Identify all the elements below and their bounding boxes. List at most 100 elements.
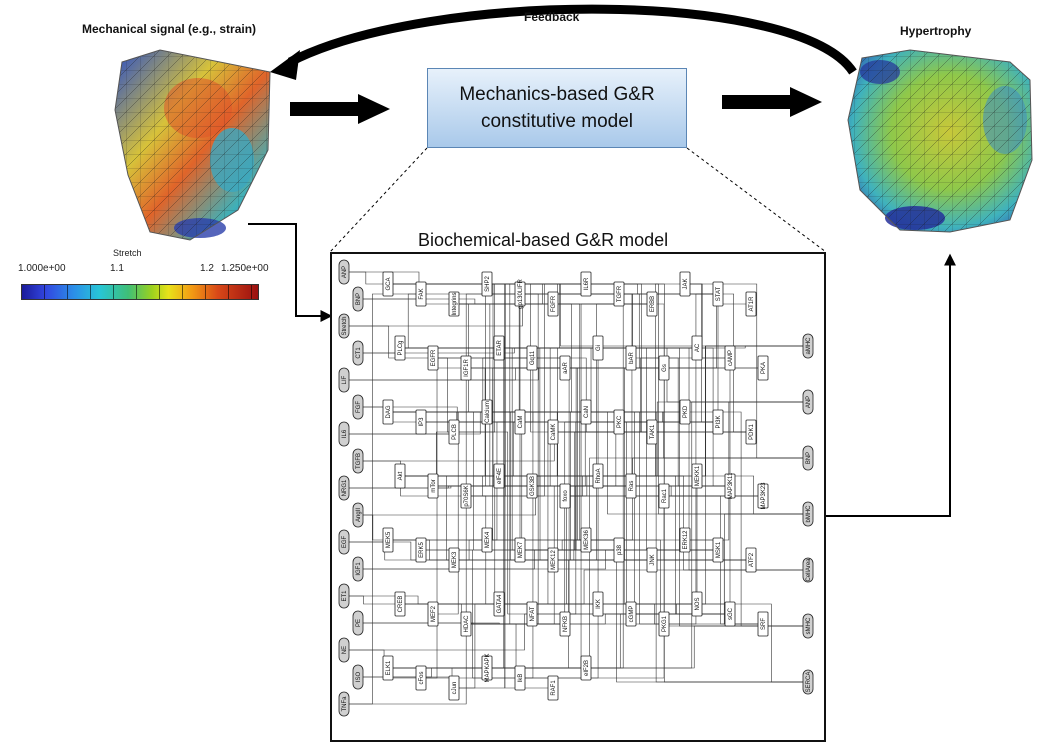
svg-text:cAMP: cAMP: [728, 350, 734, 366]
node-cjun: cJun: [448, 675, 460, 701]
svg-text:BNP: BNP: [806, 452, 812, 464]
svg-text:RhoA: RhoA: [596, 468, 602, 483]
input-ct1: CT1: [352, 340, 364, 366]
node-mek36: MEK36: [580, 527, 592, 553]
node-elk1: ELK1: [382, 655, 394, 681]
feedback-label: Feedback: [524, 10, 580, 24]
svg-text:HDAC: HDAC: [464, 615, 470, 633]
node-mek4: MEK4: [481, 527, 493, 553]
node-erk5: ERK5: [415, 537, 427, 563]
svg-text:Rac1: Rac1: [662, 488, 668, 503]
svg-text:cJun: cJun: [452, 682, 458, 695]
svg-text:MEK12: MEK12: [551, 550, 557, 570]
input-igf1: IGF1: [352, 556, 364, 582]
node-egfr: EGFR: [427, 345, 439, 371]
node-rhoa: RhoA: [592, 463, 604, 489]
svg-text:ELK1: ELK1: [386, 660, 392, 675]
model-box-line2: constitutive model: [480, 111, 634, 132]
svg-text:LIF: LIF: [342, 375, 348, 384]
network-edges: [344, 271, 808, 705]
legend-tick: 1.1: [110, 263, 124, 274]
svg-text:ETAR: ETAR: [497, 340, 503, 356]
svg-text:GCA: GCA: [386, 277, 392, 290]
node-raf1: RAF1: [547, 675, 559, 701]
svg-text:IP3: IP3: [419, 417, 425, 427]
biochemical-model-title: Biochemical-based G&R model: [418, 230, 669, 250]
node-il6r: IL6R: [580, 271, 592, 297]
model-box-line1: Mechanics-based G&R: [459, 84, 655, 105]
legend-tick: 1.250e+00: [221, 263, 269, 274]
output-smhc: sMHC: [802, 613, 814, 639]
legend-title: Stretch: [113, 248, 142, 258]
node-pi3k: PI3K: [712, 409, 724, 435]
node-cfos: cFos: [415, 665, 427, 691]
input-pe: PE: [352, 610, 364, 636]
svg-text:sMHC: sMHC: [806, 617, 812, 634]
svg-text:TNFa: TNFa: [342, 696, 348, 712]
node-gp130lifr: gp130LIFR: [514, 278, 526, 309]
svg-text:aMHC: aMHC: [806, 337, 812, 355]
svg-text:AngII: AngII: [356, 508, 362, 522]
node-rac1: Rac1: [658, 483, 670, 509]
node-aar: aAR: [559, 355, 571, 381]
node-shp2: SHP2: [481, 271, 493, 297]
svg-text:MAP3K11: MAP3K11: [728, 472, 734, 499]
node-ras: Ras: [625, 473, 637, 499]
svg-text:SHP2: SHP2: [485, 276, 491, 292]
node-bar: bAR: [625, 345, 637, 371]
svg-text:ERBB: ERBB: [650, 296, 656, 312]
svg-text:Ras: Ras: [629, 481, 635, 492]
svg-text:SRF: SRF: [761, 618, 767, 630]
svg-text:BNP: BNP: [356, 293, 362, 305]
svg-text:PKC: PKC: [617, 415, 623, 428]
svg-text:ERK12: ERK12: [683, 530, 689, 550]
node-fgfr: FGFR: [547, 291, 559, 317]
svg-text:MEF2: MEF2: [431, 605, 437, 622]
node-etar: ETAR: [493, 335, 505, 361]
mechanical-heart-mesh: [114, 49, 271, 241]
svg-text:foxo: foxo: [563, 490, 569, 502]
curved-feedback-arrow-icon: [270, 4, 857, 80]
node-integrins: Integrins: [448, 291, 460, 317]
node-jak: JAK: [679, 271, 691, 297]
svg-text:MAP3K23: MAP3K23: [761, 482, 767, 510]
svg-text:ET1: ET1: [342, 590, 348, 602]
svg-text:RAF1: RAF1: [551, 680, 557, 696]
node-foxo: foxo: [559, 483, 571, 509]
node-calcium: Calcium: [481, 399, 493, 425]
svg-text:PI3K: PI3K: [716, 415, 722, 428]
node-camk: CaMK: [547, 419, 559, 445]
svg-text:PDK1: PDK1: [749, 424, 755, 440]
svg-text:GSK3B: GSK3B: [530, 476, 536, 496]
svg-text:TGFR: TGFR: [617, 285, 623, 302]
node-tak1: TAK1: [646, 419, 658, 445]
input-tgfb: TGFB: [352, 448, 364, 474]
svg-text:ANP: ANP: [342, 266, 348, 278]
svg-text:IGF1R: IGF1R: [464, 359, 470, 377]
node-eif4e: eIF4E: [493, 463, 505, 489]
node-igf1r: IGF1R: [460, 355, 472, 381]
node-msk1: MSK1: [712, 537, 724, 563]
svg-text:Gi: Gi: [596, 345, 602, 351]
svg-text:NFKB: NFKB: [563, 616, 569, 632]
svg-text:ANP: ANP: [806, 396, 812, 408]
node-cam: CaM: [514, 409, 526, 435]
input-egf: EGF: [338, 529, 350, 555]
output-cellarea: CellArea: [802, 557, 814, 583]
input-angii: AngII: [352, 502, 364, 528]
input-tnfa: TNFa: [338, 691, 350, 717]
cellarea-output-connector: [820, 253, 956, 517]
signaling-network: ANPBNPStretchCT1LIFFGFIL6TGFBNRG1AngIIEG…: [338, 259, 814, 717]
svg-text:CellArea: CellArea: [806, 558, 812, 582]
svg-text:aAR: aAR: [563, 361, 569, 373]
svg-text:ISO: ISO: [356, 672, 362, 683]
svg-text:SERCA: SERCA: [806, 672, 812, 693]
svg-text:PKA: PKA: [761, 362, 767, 374]
svg-text:NOS: NOS: [695, 597, 701, 610]
node-gca: GCA: [382, 271, 394, 297]
svg-text:MEK3: MEK3: [452, 551, 458, 568]
node-erbb: ERBB: [646, 291, 658, 317]
node-p38: p38: [613, 537, 625, 563]
stretch-colorbar: [21, 284, 259, 300]
